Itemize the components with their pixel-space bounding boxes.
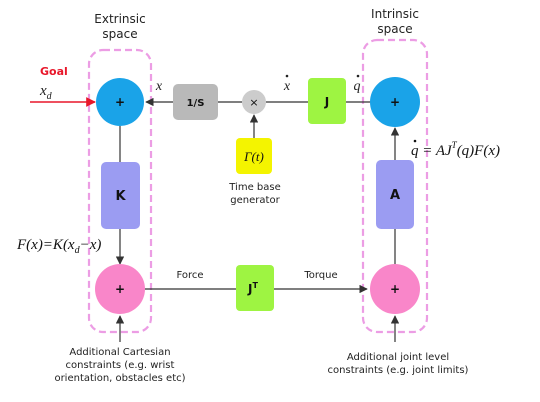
- multiply-node: [242, 90, 266, 114]
- extrinsic-title: Extrinsic: [94, 12, 145, 26]
- integrator-block: [173, 84, 218, 120]
- sum-sign: +: [390, 282, 400, 296]
- time-base-caption-line1: Time base: [228, 182, 281, 193]
- qdot-equation: q = AJT(q)F(x): [411, 140, 500, 159]
- dot-accent-q: [356, 74, 360, 78]
- sum-sign: +: [115, 282, 125, 296]
- sum-sign: +: [115, 95, 125, 109]
- dot-accent-qdot-eq: [413, 139, 417, 143]
- sum-node-intrinsic-top: [370, 77, 420, 127]
- integrator-label: 1/S: [187, 98, 205, 109]
- gamma-label: Γ(t): [243, 149, 264, 164]
- jacobian-transpose-label: JT: [247, 281, 258, 296]
- intrinsic-note-line1: Additional joint level: [347, 352, 449, 363]
- sum-sign: +: [390, 95, 400, 109]
- jacobian-label: J: [324, 95, 329, 109]
- jacobian-block: [308, 78, 346, 124]
- gain-a-block: [376, 160, 414, 229]
- intrinsic-space-region: [361, 38, 429, 334]
- signal-x-dot-label: x: [283, 79, 291, 94]
- force-equation: F(x)=K(xd−x): [16, 237, 101, 256]
- gain-k-block: [101, 162, 140, 229]
- dot-accent-x: [285, 74, 289, 78]
- extrinsic-space-region: [87, 48, 153, 334]
- extrinsic-title-2: space: [102, 27, 137, 41]
- time-base-caption-line2: generator: [230, 195, 280, 206]
- intrinsic-note-line2: constraints (e.g. joint limits): [328, 365, 469, 376]
- time-base-generator-block: [236, 138, 272, 174]
- extrinsic-note-line2: constraints (e.g. wrist: [66, 360, 175, 371]
- jacobian-transpose-block: [236, 265, 274, 311]
- signal-q-dot-label: q: [354, 79, 361, 94]
- intrinsic-title: Intrinsic: [371, 7, 419, 21]
- sum-node-extrinsic-top: [96, 78, 144, 126]
- multiply-sign: ×: [249, 96, 258, 109]
- gain-k-label: K: [115, 189, 126, 204]
- intrinsic-title-2: space: [377, 22, 412, 36]
- gain-a-label: A: [390, 188, 400, 203]
- sum-node-intrinsic-bottom: [370, 264, 420, 314]
- torque-label: Torque: [303, 270, 337, 281]
- extrinsic-note-line3: orientation, obstacles etc): [54, 373, 185, 384]
- force-label: Force: [176, 270, 203, 281]
- extrinsic-note-line1: Additional Cartesian: [69, 347, 170, 358]
- goal-label: Goal: [40, 65, 68, 78]
- signal-x-label: x: [155, 79, 163, 94]
- goal-symbol: xd: [39, 83, 53, 102]
- sum-node-extrinsic-bottom: [95, 264, 145, 314]
